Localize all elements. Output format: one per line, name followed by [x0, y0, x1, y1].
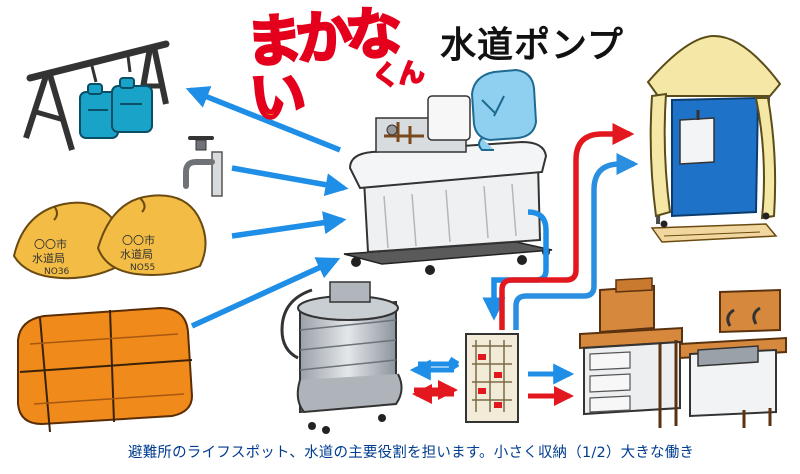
jerrycan-rack-icon — [23, 40, 170, 151]
arrow-from-water-bag — [231, 211, 347, 239]
caption-text: 避難所のライフスポット、水道の主要役割を担います。小さく収納（1/2）大きな働き — [128, 445, 695, 461]
pump-tank-unit-icon — [343, 95, 553, 275]
water-faucet-icon — [183, 136, 223, 197]
arrow-from-faucet — [231, 165, 349, 197]
kitchen-cabinet-icon — [579, 277, 787, 428]
bag1-number-label: NO36 — [44, 267, 70, 277]
shower-booth-icon — [646, 34, 782, 243]
bag2-bureau-label: 水道局 — [120, 247, 153, 261]
water-bag-icon: 〇〇市 水道局 NO36 〇〇市 水道局 NO55 — [12, 194, 207, 280]
bag2-number-label: NO55 — [130, 263, 155, 273]
flow-arrows — [185, 86, 639, 406]
bag2-city-label: 〇〇市 — [122, 233, 155, 247]
bag1-city-label: 〇〇市 — [34, 237, 67, 251]
water-heater-icon — [280, 281, 403, 434]
bag1-bureau-label: 水道局 — [32, 251, 65, 265]
cold-line-to-shower — [513, 153, 639, 330]
hot-line-to-shower — [499, 123, 635, 330]
brand-logo: まかない くん — [242, 0, 428, 134]
orange-tank-icon — [17, 306, 194, 433]
arrow-from-orange-tank — [190, 257, 341, 329]
control-box-icon — [465, 333, 519, 423]
brand-logo-small: くん — [370, 56, 427, 93]
arrow-to-jerrycans — [185, 86, 342, 153]
water-bottle-icon — [470, 68, 538, 151]
page-title: 水道ポンプ — [440, 25, 624, 66]
